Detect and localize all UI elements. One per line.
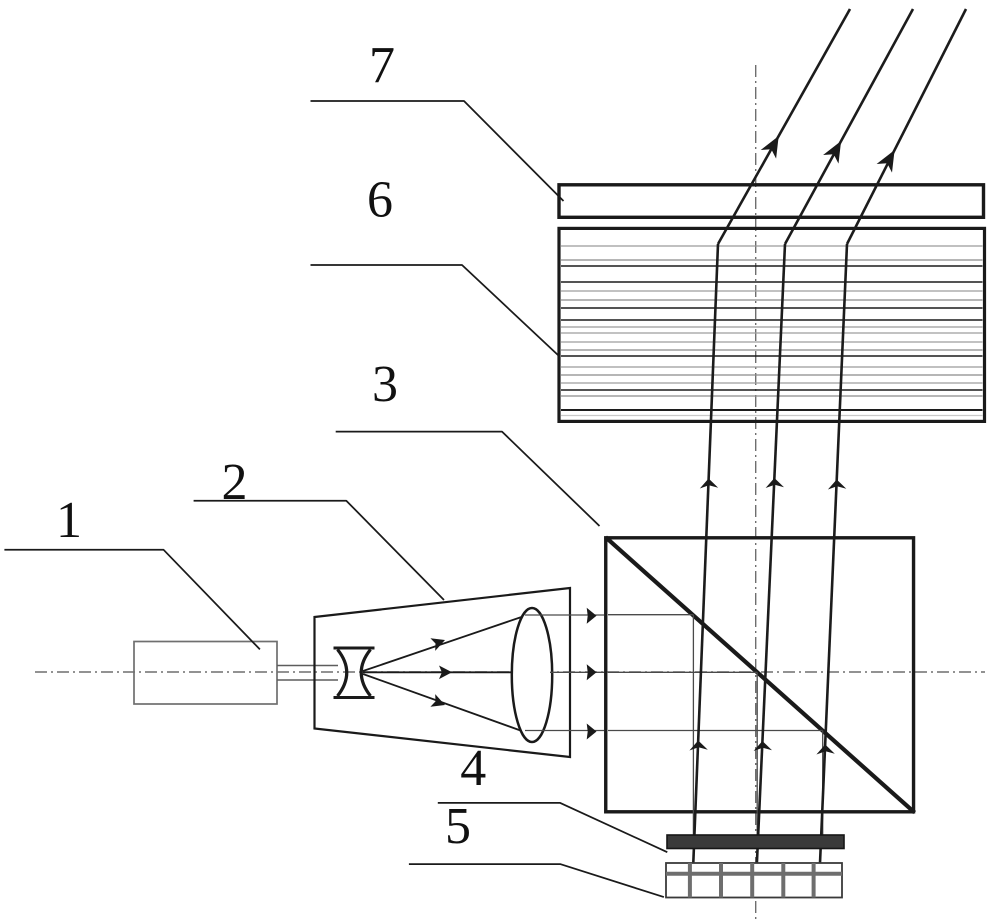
svg-text:1: 1 [56, 492, 82, 549]
svg-text:4: 4 [460, 740, 486, 797]
svg-text:2: 2 [222, 454, 248, 511]
svg-text:3: 3 [372, 356, 398, 413]
svg-text:6: 6 [367, 172, 393, 229]
svg-text:7: 7 [369, 37, 395, 94]
svg-text:5: 5 [445, 798, 471, 855]
